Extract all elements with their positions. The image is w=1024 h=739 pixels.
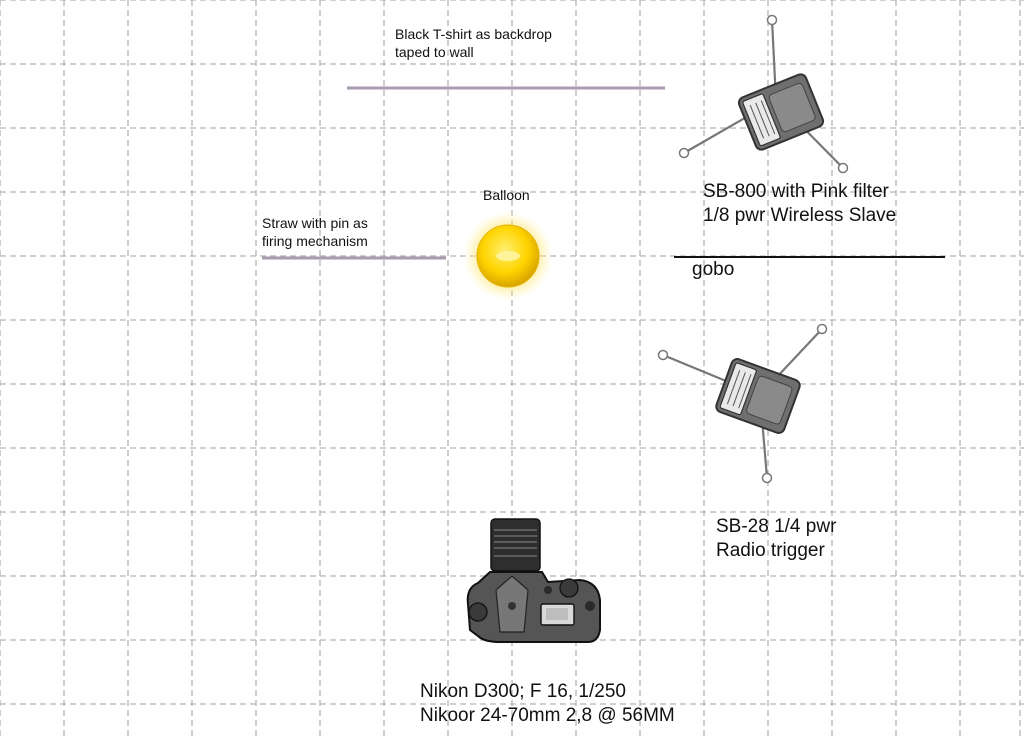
backdrop-label: Black T-shirt as backdrop taped to wall xyxy=(395,26,552,61)
backdrop-label-line-1: Black T-shirt as backdrop xyxy=(395,26,552,42)
straw-label: Straw with pin as firing mechanism xyxy=(262,215,368,250)
camera-label-line-1: Nikon D300; F 16, 1/250 xyxy=(420,681,626,702)
sb28-label-line-1: SB-28 1/4 pwr xyxy=(716,516,837,537)
sb800-label: SB-800 with Pink filter 1/8 pwr Wireless… xyxy=(703,180,896,229)
balloon-label: Balloon xyxy=(483,187,530,203)
sb28-label: SB-28 1/4 pwr Radio trigger xyxy=(716,515,836,564)
gobo-label: gobo xyxy=(692,259,735,280)
flash-on-tripod-icon xyxy=(657,323,828,484)
straw-label-line-1: Straw with pin as xyxy=(262,215,368,231)
camera-icon xyxy=(466,518,601,643)
camera-label-line-2: Nikoor 24-70mm 2,8 @ 56MM xyxy=(420,705,675,727)
flash-on-tripod-icon xyxy=(678,14,849,174)
camera-label: Nikon D300; F 16, 1/250 Nikoor 24-70mm 2… xyxy=(420,680,675,729)
straw-label-line-2: firing mechanism xyxy=(262,232,368,249)
sb800-label-line-1: SB-800 with Pink filter xyxy=(703,181,889,202)
sb28-label-line-2: Radio trigger xyxy=(716,540,825,562)
backdrop-label-line-2: taped to wall xyxy=(395,43,474,60)
balloon-icon xyxy=(463,211,553,301)
sb800-label-line-2: 1/8 pwr Wireless Slave xyxy=(703,205,897,227)
